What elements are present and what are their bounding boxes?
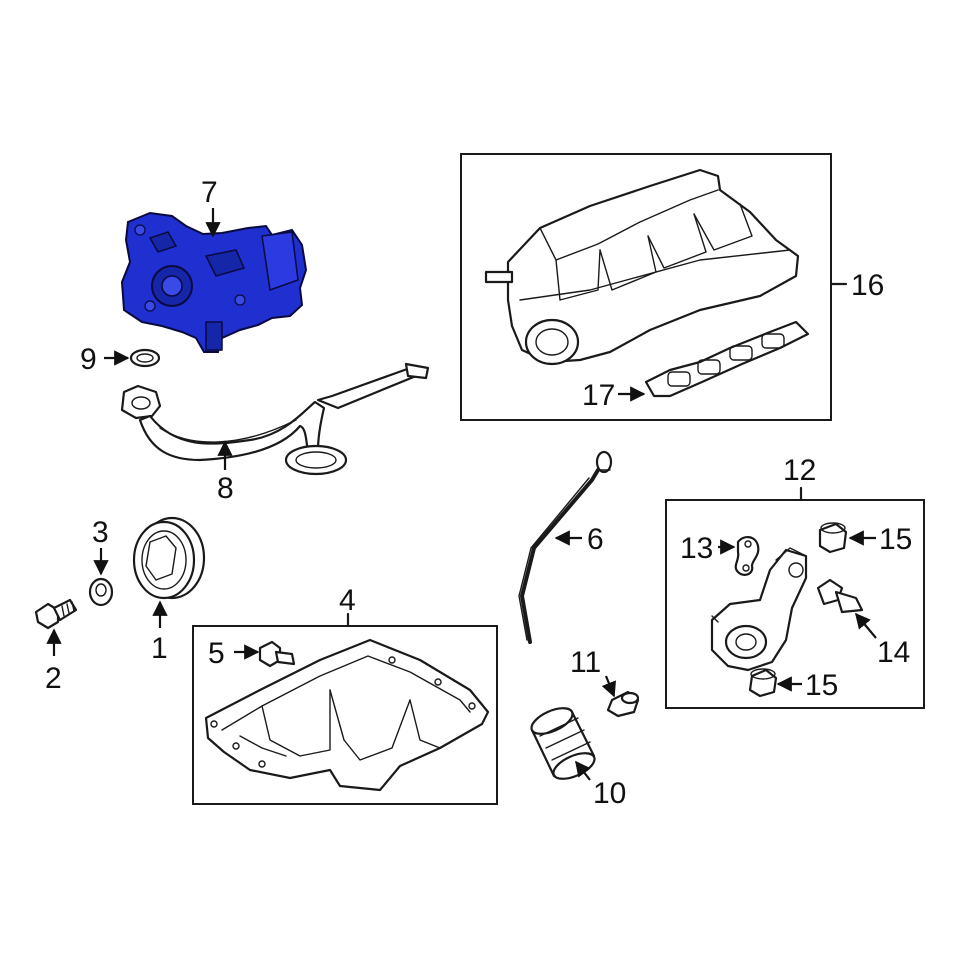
filter-housing-box	[665, 499, 925, 709]
cap-part-upper[interactable]	[818, 522, 848, 554]
callout-10-label: 10	[593, 777, 626, 810]
callout-10-arrow	[575, 760, 591, 781]
callout-5-label: 5	[208, 637, 225, 670]
filter-housing-part[interactable]	[710, 547, 808, 672]
o-ring-part[interactable]	[129, 348, 161, 368]
callout-4-label: 4	[339, 584, 356, 617]
callout-17-label: 17	[582, 379, 615, 412]
intake-manifold-part[interactable]	[484, 168, 800, 366]
washer-part[interactable]	[88, 577, 114, 607]
callout-3-label: 3	[92, 516, 109, 549]
callout-15b-label: 15	[805, 669, 838, 702]
oil-pan-box	[192, 625, 498, 805]
oil-pan-part[interactable]	[204, 638, 490, 792]
callout-1-label: 1	[151, 632, 168, 665]
filter-stud-part[interactable]	[606, 690, 640, 718]
callout-9-label: 9	[80, 343, 97, 376]
callout-16-label: 16	[851, 269, 884, 302]
crankshaft-pulley-part[interactable]	[132, 516, 206, 600]
callout-2-label: 2	[45, 662, 62, 695]
cap-part-lower[interactable]	[748, 668, 778, 698]
callout-14-arrow	[855, 612, 877, 639]
callout-7-label: 7	[201, 176, 218, 209]
callout-12-label: 12	[783, 454, 816, 487]
intake-gasket-part[interactable]	[644, 320, 810, 398]
callout-14-label: 14	[877, 636, 910, 669]
callout-8-label: 8	[217, 472, 234, 505]
oil-pickup-tube-part[interactable]	[120, 362, 430, 476]
callout-11-arrow	[601, 675, 617, 698]
bolt-part[interactable]	[34, 598, 78, 630]
sensor-part[interactable]	[816, 578, 864, 614]
drain-plug-bolt-part[interactable]	[258, 640, 296, 668]
callout-13-label: 13	[680, 532, 713, 565]
housing-gasket-part[interactable]	[734, 536, 760, 576]
callout-6-label: 6	[587, 523, 604, 556]
callout-11-label: 11	[570, 646, 601, 679]
intake-manifold-box	[460, 153, 832, 421]
dipstick-part[interactable]	[518, 450, 613, 644]
oil-filter-part[interactable]	[528, 703, 598, 784]
oil-pump-part[interactable]	[120, 211, 308, 353]
callout-15a-label: 15	[879, 523, 912, 556]
